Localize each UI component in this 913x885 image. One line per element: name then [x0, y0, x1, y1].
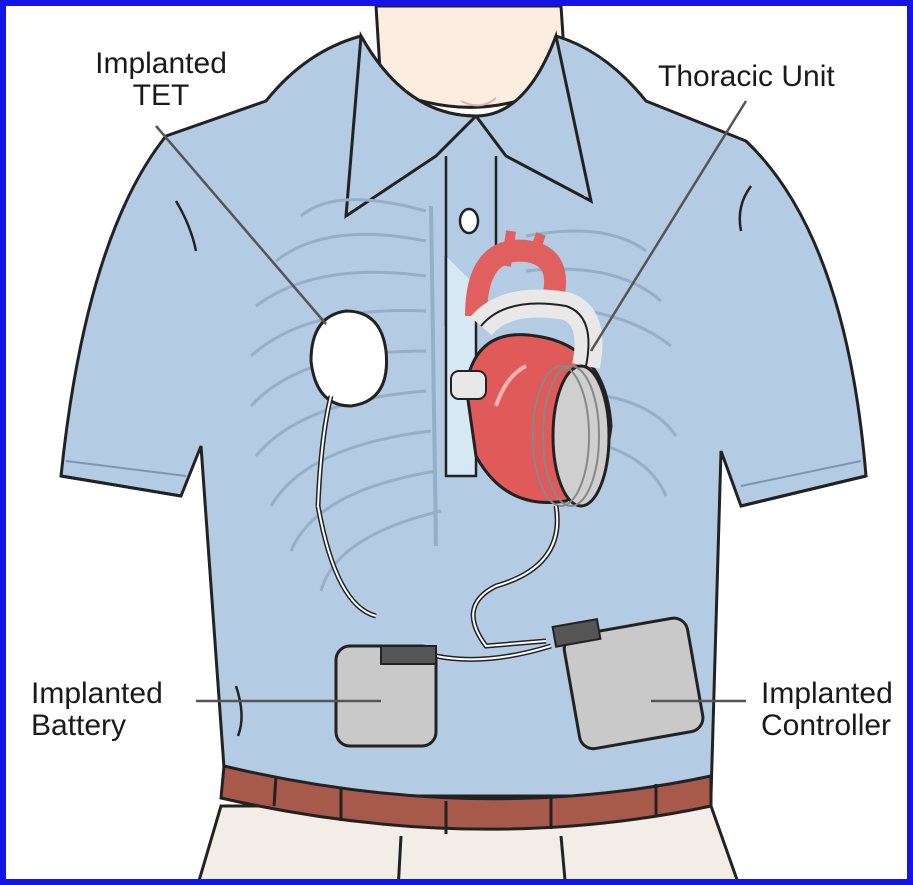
shirt-button: [460, 209, 478, 233]
illustration: [6, 6, 913, 885]
tet-coil: [311, 311, 387, 406]
label-thoracic-unit: Thoracic Unit: [658, 61, 835, 93]
label-implanted-battery: Implanted Battery: [31, 678, 163, 742]
label-implanted-tet: Implanted TET: [66, 48, 256, 112]
label-implanted-controller: Implanted Controller: [761, 678, 893, 742]
